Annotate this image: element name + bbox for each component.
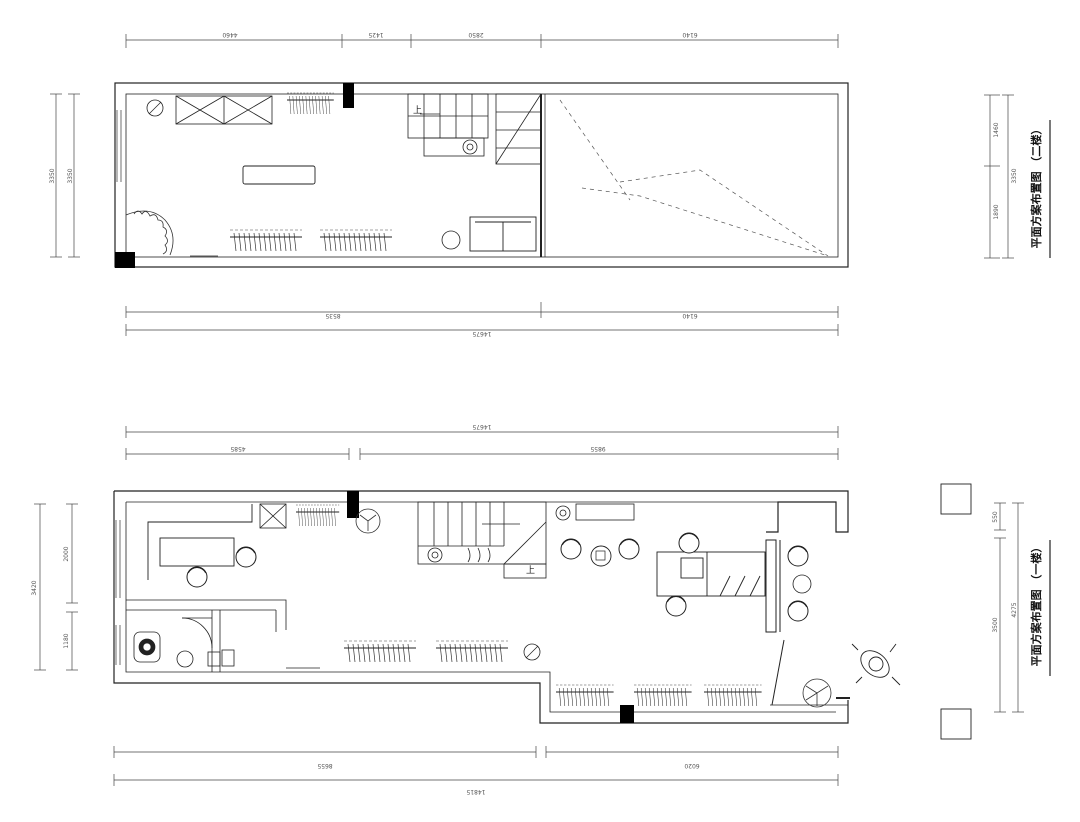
lower-plant-top <box>355 508 381 534</box>
lower-back-room <box>126 599 287 672</box>
upper-dim-top-3: 2850 <box>468 31 483 38</box>
lower-floor-title: 平面方案布置图 （一楼） <box>1029 542 1043 667</box>
upper-side-table <box>441 230 461 250</box>
upper-corner-plant <box>125 210 174 256</box>
upper-column-bottom-left <box>115 252 135 268</box>
lower-dim-left-total: 3420 <box>31 580 38 595</box>
upper-display-table <box>242 165 316 185</box>
lower-lounge <box>555 503 635 521</box>
lower-left-dimensions <box>34 503 78 671</box>
upper-staircase <box>407 93 542 165</box>
upper-washbasin <box>423 137 485 157</box>
lower-dim-top-1: 4585 <box>230 445 245 452</box>
lower-dim-top-2: 9855 <box>590 445 605 452</box>
upper-stair-up-label: 上 <box>413 105 422 116</box>
lower-outdoor-box-1 <box>940 483 972 515</box>
upper-dim-left-inner: 3350 <box>67 168 74 183</box>
lower-storage-box <box>259 503 287 529</box>
upper-left-dimensions <box>50 93 80 258</box>
lower-dim-bottom-1: 8655 <box>317 762 332 769</box>
lower-floor-plan: 14675 4585 9855 <box>31 423 1051 795</box>
upper-outer-wall <box>114 82 849 268</box>
upper-dim-bottom-1: 8535 <box>325 312 340 319</box>
lower-cashier-chair <box>678 532 700 554</box>
lower-entrance-plant <box>802 678 832 708</box>
lower-work-table <box>159 537 235 567</box>
lower-washbasin <box>427 547 491 563</box>
upper-sofa <box>469 216 537 252</box>
lower-lounge-chair-1 <box>560 538 582 560</box>
lower-dim-bottom-2: 6020 <box>684 762 699 769</box>
lower-staircase <box>417 501 547 579</box>
upper-right-dimensions <box>984 94 1014 259</box>
upper-dim-top-2: 1425 <box>368 31 383 38</box>
lower-lounge-chair-2 <box>618 538 640 560</box>
upper-storage-cabinet <box>175 95 273 125</box>
upper-dim-top-4: 6140 <box>682 31 697 38</box>
lower-window-table <box>792 574 812 594</box>
lower-fitting-mark <box>523 643 541 661</box>
lower-entrance-glass <box>765 539 785 706</box>
lower-column-bottom <box>620 705 634 723</box>
lower-chair-1 <box>235 546 257 568</box>
upper-bottom-dimensions <box>125 302 839 336</box>
upper-top-dimensions <box>125 34 839 48</box>
lower-bottom-dimensions <box>113 746 839 786</box>
lower-right-dimensions <box>994 502 1024 713</box>
upper-fitting-mark <box>146 99 164 117</box>
lower-clothes-rack-middle-2 <box>435 640 509 663</box>
lower-clothes-rack-front-3 <box>703 684 763 707</box>
lower-dim-right-total: 4275 <box>1011 602 1018 617</box>
upper-dim-right-1: 1460 <box>993 122 1000 137</box>
upper-window-left <box>116 110 122 182</box>
upper-dim-right-total: 3350 <box>1011 168 1018 183</box>
lower-cashier-counter <box>656 551 766 597</box>
lower-back-room-fixture <box>138 638 156 656</box>
upper-dim-left-outer: 3350 <box>49 168 56 183</box>
lower-dim-left-2: 1180 <box>63 633 70 648</box>
lower-dim-bottom-total: 14815 <box>466 788 485 795</box>
upper-column-top <box>343 83 354 108</box>
lower-clothes-rack-middle-1 <box>343 640 417 663</box>
upper-clothes-rack-top <box>286 92 335 115</box>
lower-clothes-rack-front-2 <box>633 684 693 707</box>
lower-window-chair-1 <box>787 545 809 567</box>
lower-column-top <box>347 491 359 518</box>
upper-dim-total: 14675 <box>472 330 491 337</box>
lower-window-chair-2 <box>787 600 809 622</box>
lower-window-left <box>115 520 121 665</box>
lower-dim-right-1: 550 <box>992 511 999 523</box>
lower-dim-left-1: 2000 <box>63 546 70 561</box>
lower-clothes-rack-top <box>295 504 340 527</box>
lower-outdoor-box-2 <box>940 708 972 740</box>
upper-floor-plan: 4460 1425 2850 6140 <box>49 31 1051 337</box>
lower-cashier-chair-2 <box>665 595 687 617</box>
upper-void-lines <box>559 99 829 257</box>
lower-outer-wall <box>114 490 849 533</box>
upper-floor-title: 平面方案布置图 （二楼） <box>1029 124 1043 249</box>
lower-coffee-table <box>590 545 612 567</box>
upper-clothes-rack-left <box>229 229 303 252</box>
lower-clothes-rack-front-1 <box>555 684 615 707</box>
lower-top-dimensions <box>125 426 839 460</box>
upper-dim-bottom-2: 6140 <box>682 312 697 319</box>
lower-service-counter <box>147 504 253 580</box>
lower-dim-top-total: 14675 <box>472 423 491 430</box>
upper-dim-right-2: 1890 <box>993 204 1000 219</box>
lower-stair-up-label: 上 <box>526 565 535 576</box>
upper-clothes-rack-right <box>319 229 393 252</box>
lower-dim-right-2: 3500 <box>992 617 999 632</box>
upper-dim-top-1: 4460 <box>222 31 237 38</box>
lower-chair-2 <box>186 566 208 588</box>
lower-person-figure <box>851 643 901 686</box>
